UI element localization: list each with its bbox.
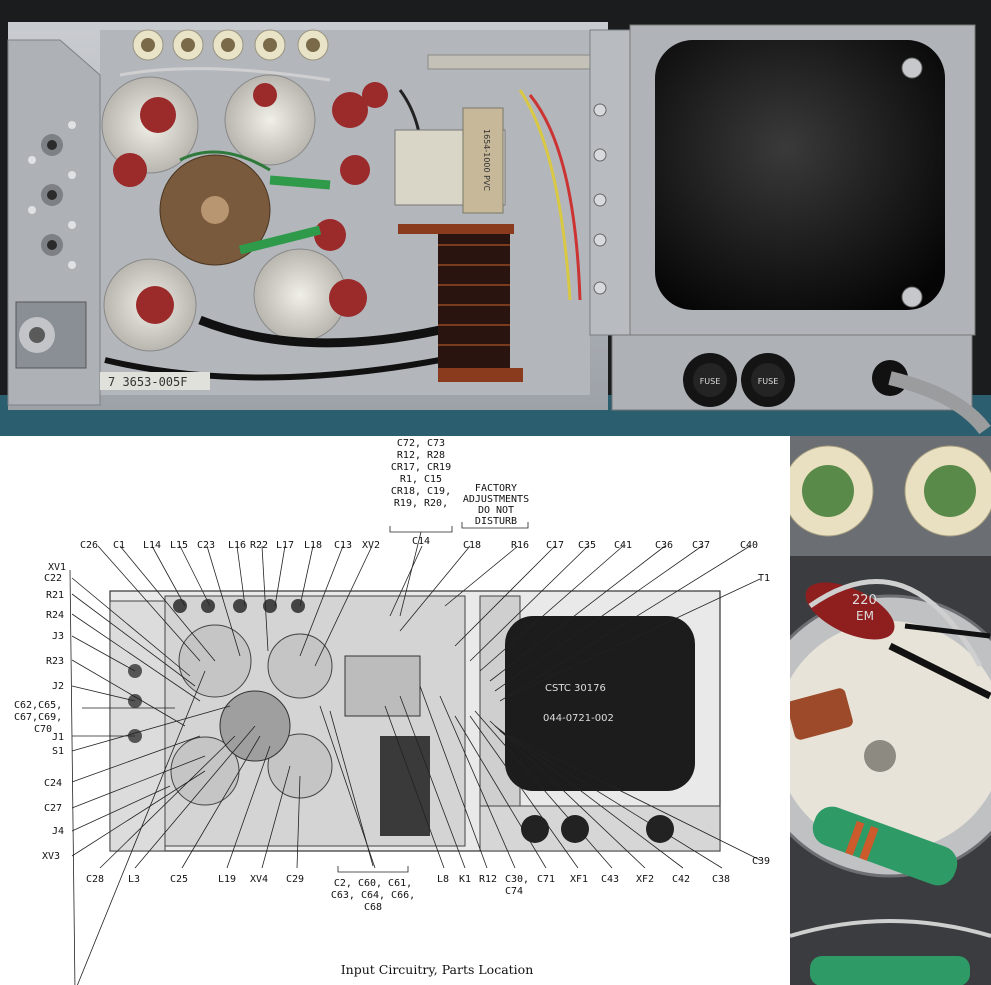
label-C13: C13	[334, 540, 352, 551]
label-XV3: XV3	[42, 851, 60, 862]
label-L3: L3	[128, 874, 140, 885]
label-C38: C38	[712, 874, 730, 885]
part-labels: XV1 C26 C1 L14 L15 C23 L16 R22 L17 L18 C…	[14, 540, 770, 897]
label-XV1: XV1	[48, 562, 66, 573]
label-R22: R22	[250, 540, 268, 551]
label-L8: L8	[437, 874, 449, 885]
label-C70: C70	[34, 724, 52, 735]
label-C17: C17	[546, 540, 564, 551]
label-J1: J1	[52, 732, 64, 743]
bracket-top-line: C14	[412, 536, 430, 547]
label-C42: C42	[672, 874, 690, 885]
label-R16: R16	[511, 540, 529, 551]
label-R23: R23	[46, 656, 64, 667]
part-label-text: 1654-1000 PVC	[482, 129, 491, 191]
diagram-svg: CSTC 30176 044-0721-002	[14, 438, 770, 985]
label-C62: C62,C65,	[14, 700, 62, 711]
label-L17: L17	[276, 540, 294, 551]
diagram-caption: Input Circuitry, Parts Location	[341, 962, 534, 977]
factory-note-line: DO NOT	[478, 505, 514, 516]
factory-note-line: ADJUSTMENTS	[463, 494, 529, 505]
sticker-text: 7 3653-005F	[108, 375, 187, 389]
leader-lines	[69, 522, 761, 985]
label-C22: C22	[44, 573, 62, 584]
label-XV2: XV2	[362, 540, 380, 551]
label-C27: C27	[44, 803, 62, 814]
label-R12: R12	[479, 874, 497, 885]
label-C71: C71	[537, 874, 555, 885]
label-C28: C28	[86, 874, 104, 885]
label-XF1: XF1	[570, 874, 588, 885]
label-C23: C23	[197, 540, 215, 551]
factory-note-line: DISTURB	[475, 516, 517, 527]
label-L16: L16	[228, 540, 246, 551]
label-C30: C30,	[505, 874, 529, 885]
label-J3: J3	[52, 631, 64, 642]
bracket-top-line: CR18, C19,	[391, 486, 451, 497]
bracket-top-line: R1, C15	[400, 474, 442, 485]
bracket-top-line: R12, R28	[397, 450, 445, 461]
resistor-value-text: 220	[852, 593, 877, 608]
label-C74: C74	[505, 886, 523, 897]
label-XF2: XF2	[636, 874, 654, 885]
label-C43: C43	[601, 874, 619, 885]
label-C26: C26	[80, 540, 98, 551]
label-C1: C1	[113, 540, 125, 551]
label-L15: L15	[170, 540, 188, 551]
fuse-label-2: FUSE	[758, 377, 779, 386]
label-C40: C40	[740, 540, 758, 551]
label-T1: T1	[758, 573, 770, 584]
label-C39: C39	[752, 856, 770, 867]
transformer-label-1: CSTC 30176	[545, 683, 606, 694]
label-C24: C24	[44, 778, 62, 789]
label-XV4: XV4	[250, 874, 268, 885]
label-C29: C29	[286, 874, 304, 885]
chassis-photo: 1654-1000 PVC 7 3653-005F FUSE FUSE	[0, 0, 991, 436]
bracket-top-group: C72, C73 R12, R28 CR17, CR19 R1, C15 CR1…	[391, 438, 451, 547]
fuse-label-1: FUSE	[700, 377, 721, 386]
label-R21: R21	[46, 590, 64, 601]
bracket-top-line: CR17, CR19	[391, 462, 451, 473]
label-L19: L19	[218, 874, 236, 885]
bracket-bottom-line: C63, C64, C66,	[331, 890, 415, 901]
label-C67: C67,C69,	[14, 712, 62, 723]
label-C36: C36	[655, 540, 673, 551]
label-C37: C37	[692, 540, 710, 551]
bracket-bottom-group: C2, C60, C61, C63, C64, C66, C68	[331, 878, 415, 913]
parts-location-diagram: CSTC 30176 044-0721-002	[0, 436, 790, 985]
bracket-top-line: R19, R20,	[394, 498, 448, 509]
bracket-bottom-line: C2, C60, C61,	[334, 878, 412, 889]
label-J2: J2	[52, 681, 64, 692]
label-J4: J4	[52, 826, 64, 837]
label-S1: S1	[52, 746, 64, 757]
transformer-label-2: 044-0721-002	[543, 713, 614, 724]
label-C35: C35	[578, 540, 596, 551]
closeup-photo: 220 EM	[790, 436, 991, 985]
label-L18: L18	[304, 540, 322, 551]
resistor-mark-text: EM	[856, 609, 874, 623]
label-R24: R24	[46, 610, 64, 621]
factory-note-line: FACTORY	[475, 483, 517, 494]
label-C41: C41	[614, 540, 632, 551]
label-K1: K1	[459, 874, 471, 885]
label-C25: C25	[170, 874, 188, 885]
bracket-bottom-line: C68	[364, 902, 382, 913]
label-C18: C18	[463, 540, 481, 551]
label-L14: L14	[143, 540, 161, 551]
bracket-top-line: C72, C73	[397, 438, 445, 449]
factory-note: FACTORY ADJUSTMENTS DO NOT DISTURB	[463, 483, 529, 527]
